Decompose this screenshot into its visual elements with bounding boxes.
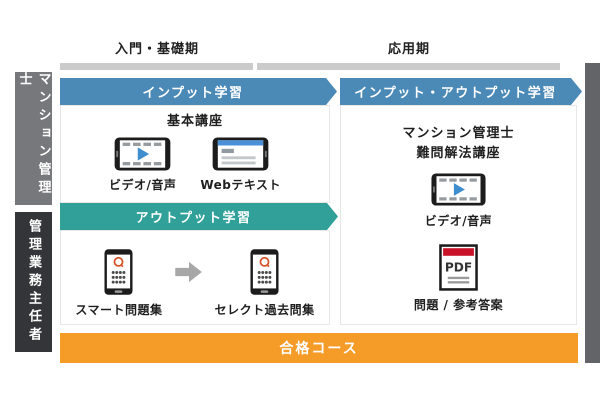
track-label-mansion-manager: マンション管理士 — [15, 72, 52, 205]
exam-edge-bar — [585, 63, 600, 363]
smartphone-quiz-icon — [250, 249, 279, 295]
pass-course-banner: 合格コース — [60, 333, 578, 363]
media-item-video: ビデオ/音声 — [109, 137, 176, 193]
advanced-course-title-line2: 難問解法講座 — [416, 146, 501, 162]
advanced-item-video: ビデオ/音声 — [425, 172, 492, 229]
smart-workbook-label: スマート問題集 — [75, 303, 163, 317]
practice-panel: スマート問題集 — [60, 230, 330, 325]
practice-item-select: セレクト過去問集 — [215, 248, 315, 318]
advanced-course-title-line1: マンション管理士 — [402, 126, 515, 141]
webtext-label: Webテキスト — [200, 178, 282, 193]
basic-course-panel: 基本講座 ビデオ/音声 — [60, 105, 330, 203]
flow-arrow — [174, 261, 203, 287]
tablet-video-icon — [431, 173, 486, 206]
advanced-item-pdf: PDF 問題 / 参考答案 — [414, 244, 503, 313]
media-item-webtext: Webテキスト — [200, 137, 281, 193]
questions-answers-label: 問題 / 参考答案 — [413, 298, 504, 313]
practice-item-smart: スマート問題集 — [75, 248, 162, 318]
pdf-document-icon: PDF — [439, 244, 478, 291]
advanced-course-panel: マンション管理士 難問解法講座 ビデオ/音声 — [340, 105, 577, 325]
track-label-management-supervisor: 管理業務主任者 — [15, 212, 52, 352]
basic-course-title: 基本講座 — [166, 114, 223, 129]
input-output-learning-banner: インプット・アウトプット学習 — [340, 78, 582, 105]
timeline-bar-applied — [257, 63, 560, 70]
input-learning-banner: インプット学習 — [60, 78, 337, 105]
basic-course-media-row: ビデオ/音声 Webテキスト — [61, 137, 329, 193]
select-past-questions-label: セレクト過去問集 — [214, 303, 315, 317]
video-audio-label: ビデオ/音声 — [108, 178, 177, 193]
tablet-video-icon — [114, 137, 171, 171]
input-output-learning-banner-label: インプット・アウトプット学習 — [354, 86, 557, 101]
right-arrow-icon — [174, 261, 202, 283]
timeline-bar-basic — [60, 63, 253, 70]
output-learning-banner-label: アウトプット学習 — [135, 211, 252, 226]
tablet-webtext-icon — [212, 137, 269, 171]
practice-flow-row: スマート問題集 — [61, 248, 329, 318]
advanced-video-audio-label: ビデオ/音声 — [424, 214, 493, 229]
phase-label-applied: 応用期 — [387, 42, 430, 57]
smartphone-quiz-icon — [104, 249, 134, 295]
phase-label-basic: 入門・基礎期 — [114, 42, 199, 57]
advanced-course-title: マンション管理士 難問解法講座 — [402, 124, 514, 164]
pass-course-banner-label: 合格コース — [279, 341, 359, 357]
pdf-badge-text: PDF — [445, 261, 472, 275]
output-learning-banner: アウトプット学習 — [60, 203, 338, 230]
input-learning-banner-label: インプット学習 — [142, 86, 244, 101]
